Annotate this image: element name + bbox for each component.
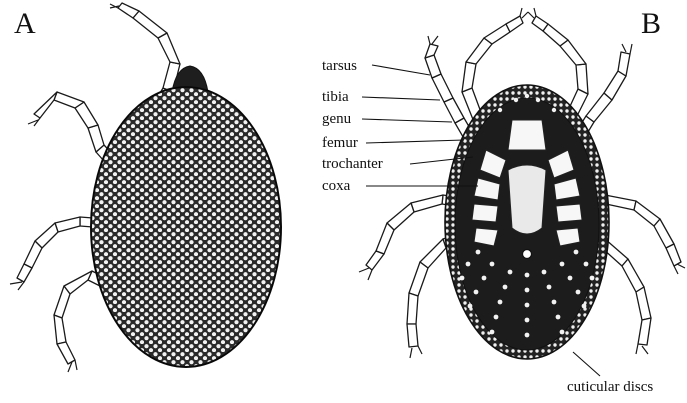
tick-body-dorsal bbox=[91, 87, 281, 367]
genital-pore bbox=[523, 250, 532, 259]
label-cuticular-discs: cuticular discs bbox=[567, 379, 653, 395]
label-genu: genu bbox=[322, 111, 352, 127]
label-tarsus: tarsus bbox=[322, 58, 357, 74]
label-coxa: coxa bbox=[322, 178, 351, 194]
panel-a-letter: A bbox=[14, 7, 36, 40]
label-trochanter: trochanter bbox=[322, 156, 383, 172]
label-tibia: tibia bbox=[322, 89, 349, 105]
label-femur: femur bbox=[322, 135, 358, 151]
panel-b-letter: B bbox=[641, 7, 661, 40]
